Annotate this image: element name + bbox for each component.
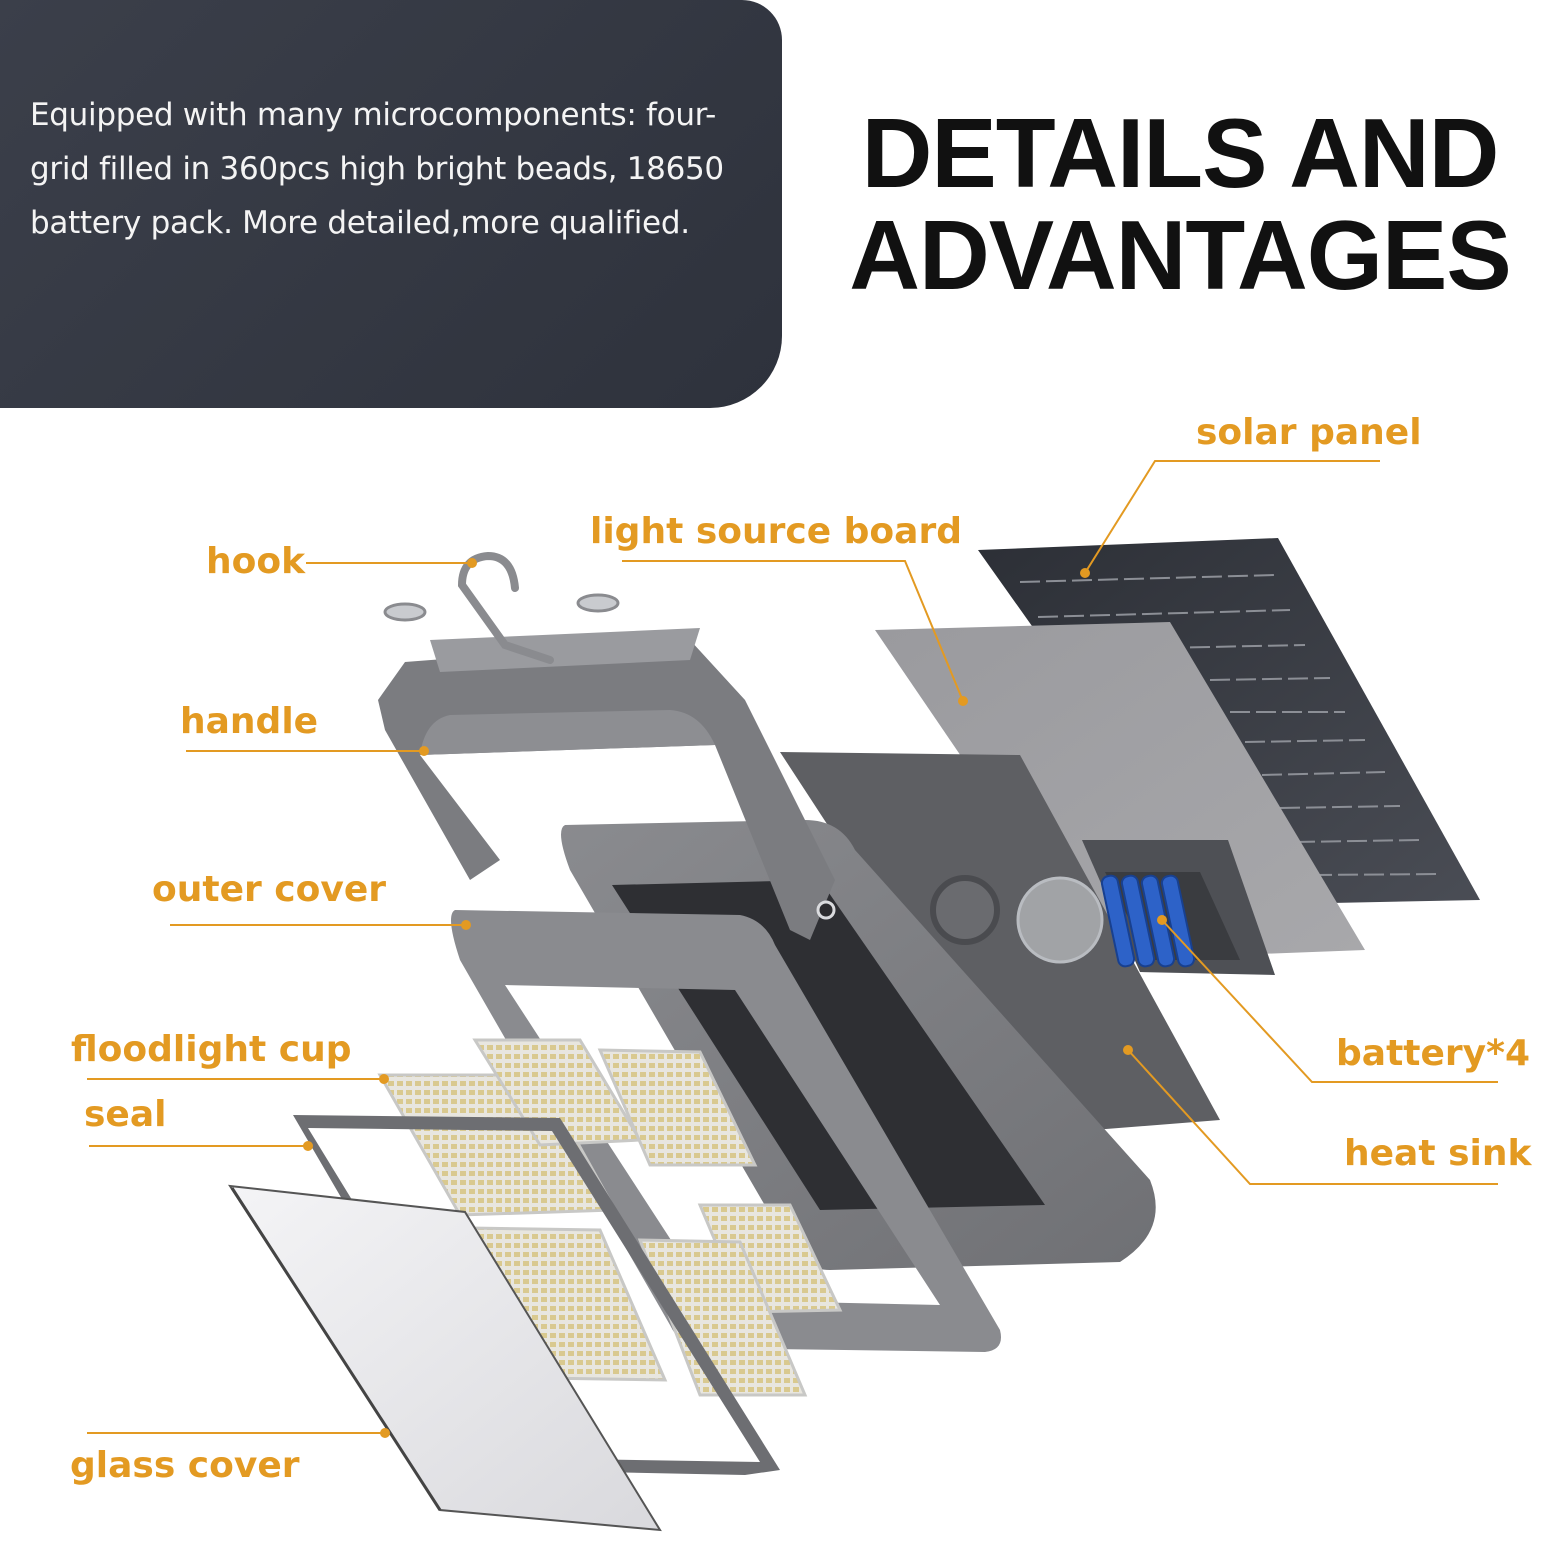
hook-shape: [383, 551, 620, 664]
seal-marker: [303, 1141, 313, 1151]
solar-panel-leader: [1084, 460, 1380, 574]
page-title: DETAILS AND ADVANTAGES: [820, 102, 1540, 306]
handle-marker: [419, 746, 429, 756]
label-glass-cover: glass cover: [70, 1445, 300, 1486]
label-handle: handle: [180, 701, 319, 742]
intro-text: Equipped with many microcomponents: four…: [30, 97, 724, 241]
label-light-source-board: light source board: [590, 511, 962, 552]
label-heat-sink: heat sink: [1344, 1133, 1532, 1174]
label-outer-cover: outer cover: [152, 869, 386, 910]
glass-cover-marker: [380, 1428, 390, 1438]
heat-sink-marker: [1123, 1045, 1133, 1055]
battery-marker: [1157, 915, 1167, 925]
floodlight-cup-marker: [379, 1074, 389, 1084]
light-source-board-marker: [958, 696, 968, 706]
label-battery: battery*4: [1336, 1033, 1530, 1074]
hook-marker: [467, 558, 477, 568]
solar-panel-marker: [1080, 568, 1090, 578]
outer-cover-marker: [461, 920, 471, 930]
intro-panel: Equipped with many microcomponents: four…: [0, 0, 782, 408]
heat-sink-shape: [780, 752, 1220, 1135]
title-line-1: DETAILS AND: [861, 98, 1500, 208]
label-floodlight-cup: floodlight cup: [71, 1029, 352, 1070]
label-solar-panel: solar panel: [1196, 412, 1422, 453]
label-seal: seal: [84, 1094, 167, 1135]
battery-pack-shape: [1082, 840, 1275, 975]
light-source-board-shape: [875, 622, 1365, 960]
heat-sink-leader: [1127, 1049, 1498, 1185]
label-hook: hook: [206, 541, 306, 582]
title-line-2: ADVANTAGES: [849, 200, 1512, 310]
light-source-board-leader: [622, 560, 964, 702]
battery-leader: [1161, 919, 1498, 1083]
floodlight-cup-shape: [377, 1038, 843, 1397]
glass-cover-shape: [228, 1184, 662, 1532]
exploded-view-diagram: [87, 460, 1498, 1532]
